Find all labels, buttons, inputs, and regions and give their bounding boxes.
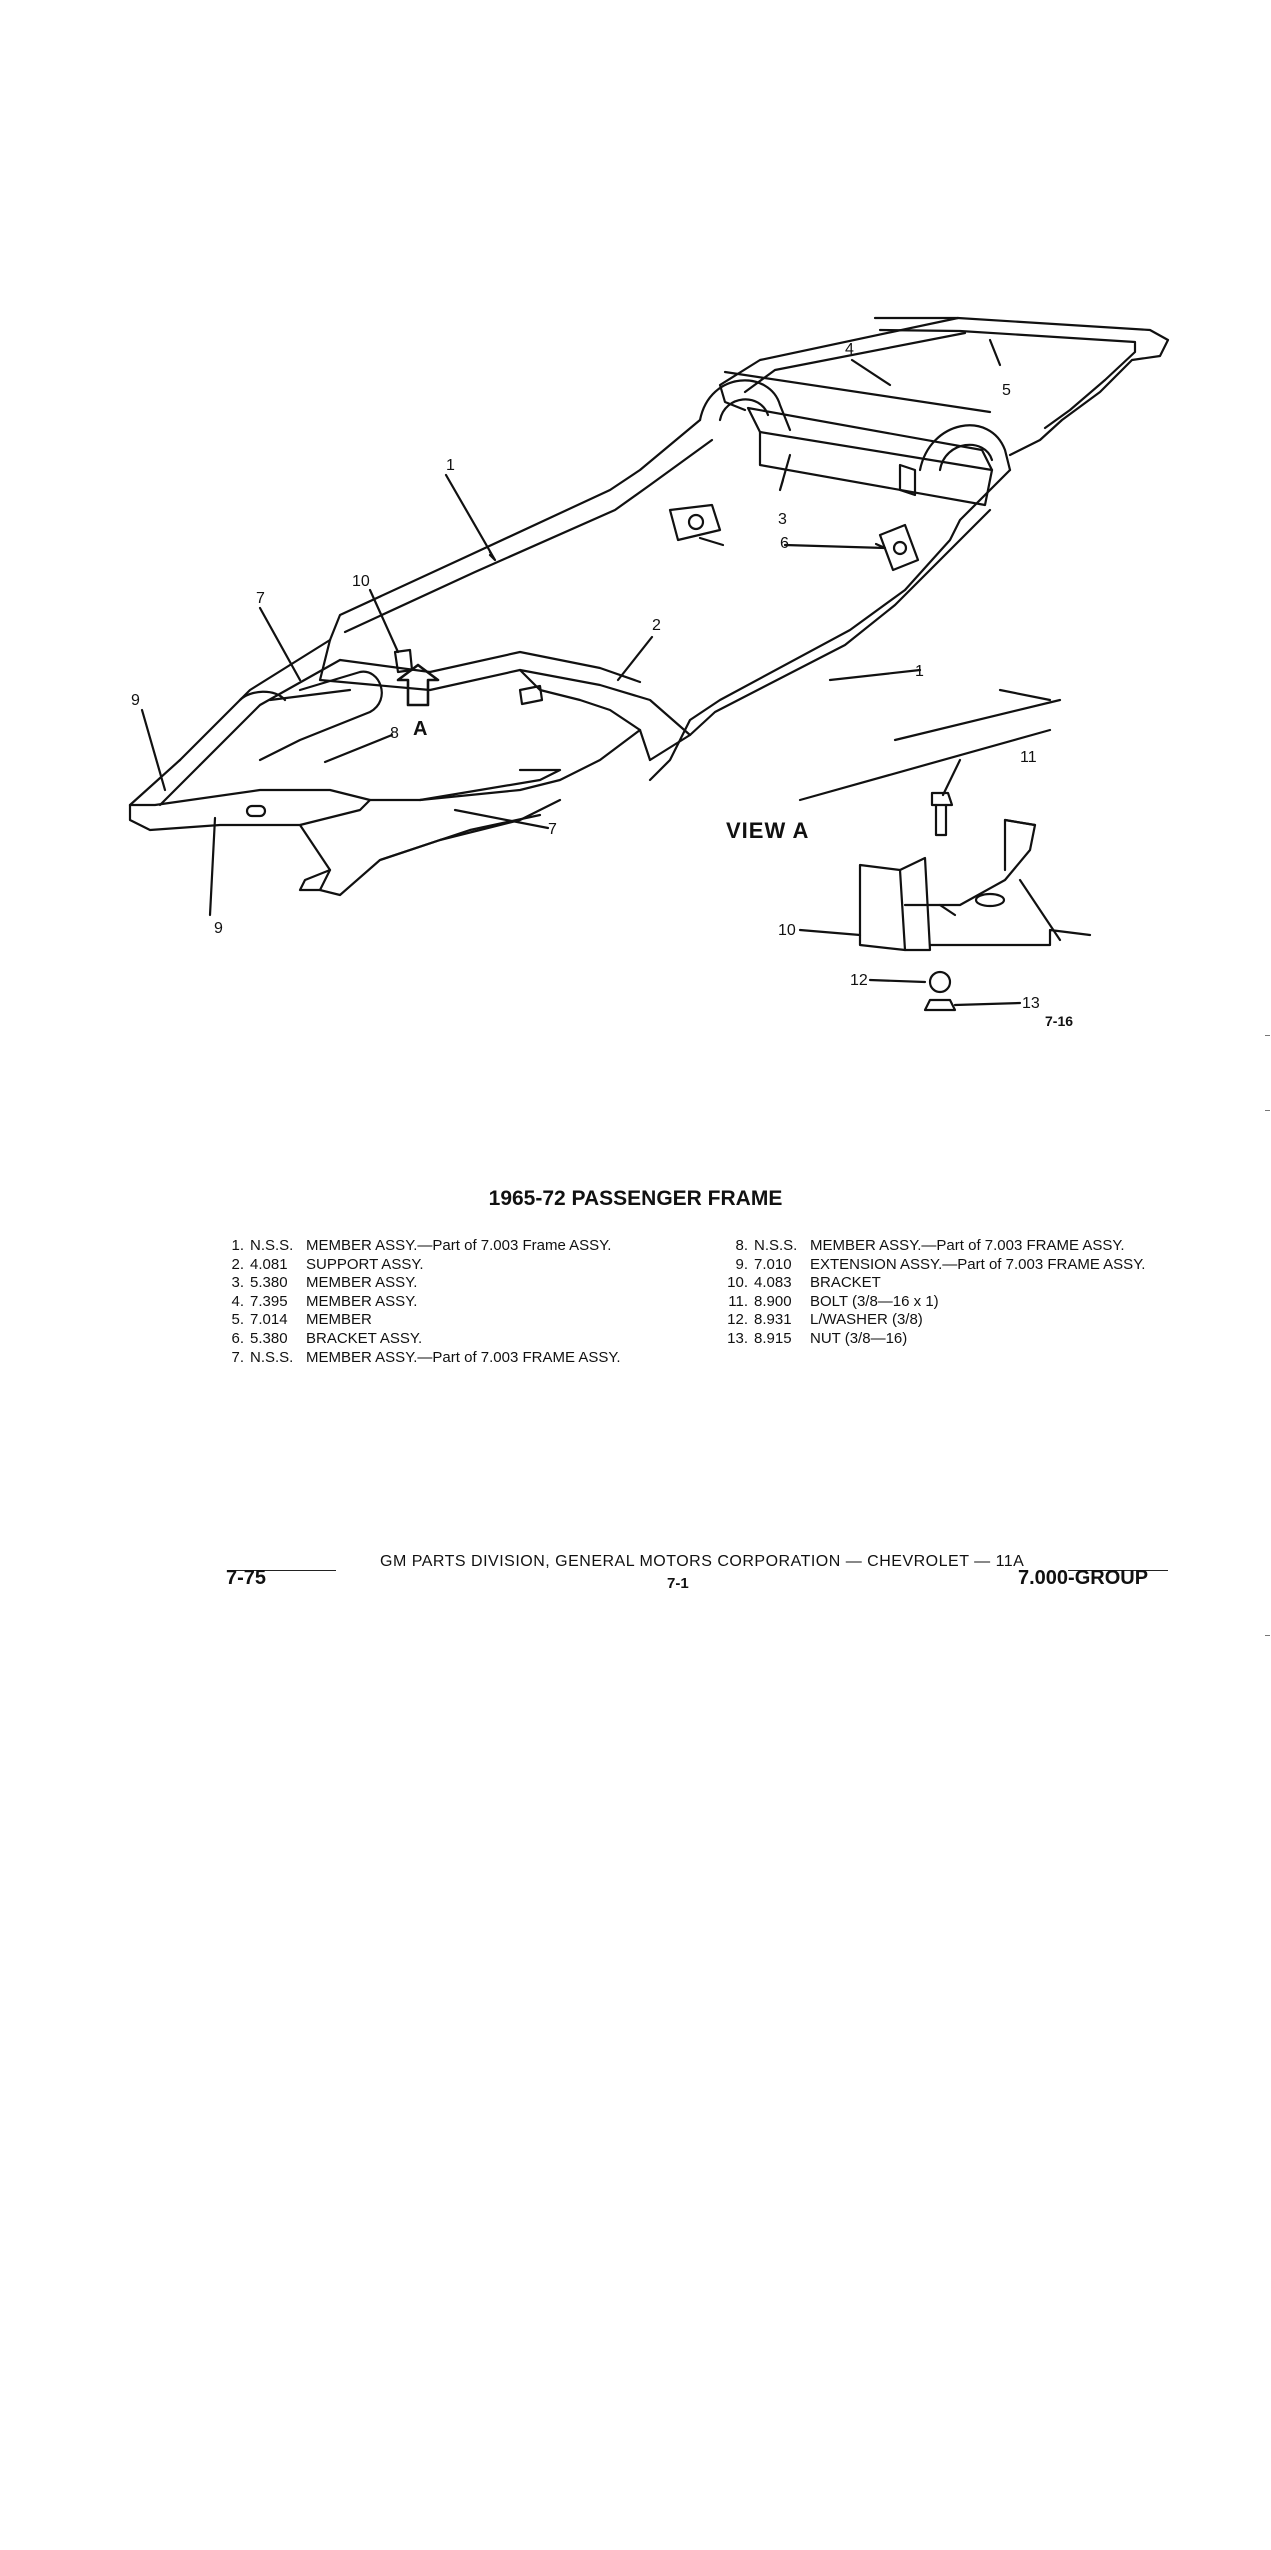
part-description: BRACKET ASSY. xyxy=(306,1329,423,1347)
view-a-arrow xyxy=(396,663,440,707)
part-number: 9. xyxy=(735,1255,748,1273)
left-side-rail xyxy=(328,418,702,642)
parts-list-left: 1. N.S.S. MEMBER ASSY.—Part of 7.003 Fra… xyxy=(222,1237,642,1367)
part-number: 6. xyxy=(231,1329,244,1347)
callout-9-lower: 9 xyxy=(214,920,223,937)
parts-row: 12. 8.931 L/WASHER (3/8) xyxy=(726,1311,1186,1330)
callout-6: 6 xyxy=(780,535,789,552)
part-code: 5.380 xyxy=(250,1274,288,1292)
parts-row: 2. 4.081 SUPPORT ASSY. xyxy=(222,1256,642,1275)
part-number: 4. xyxy=(231,1292,244,1310)
part-description: MEMBER ASSY.—Part of 7.003 FRAME ASSY. xyxy=(810,1237,1125,1254)
part-code: 4.083 xyxy=(754,1274,792,1292)
part-code: 8.900 xyxy=(754,1292,792,1310)
callout-12: 12 xyxy=(850,972,868,989)
callout-7-upper: 7 xyxy=(256,590,265,607)
part-code: 4.081 xyxy=(250,1255,288,1273)
edge-tick xyxy=(1265,1635,1270,1636)
lower-front-rail xyxy=(368,768,562,802)
part-code: N.S.S. xyxy=(754,1237,798,1254)
part-number: 13. xyxy=(727,1329,748,1347)
parts-row: 8. N.S.S. MEMBER ASSY.—Part of 7.003 FRA… xyxy=(726,1237,1186,1256)
parts-row: 9. 7.010 EXTENSION ASSY.—Part of 7.003 F… xyxy=(726,1256,1186,1275)
part-description: L/WASHER (3/8) xyxy=(810,1311,923,1329)
part-description: MEMBER xyxy=(306,1311,372,1329)
part-description: SUPPORT ASSY. xyxy=(306,1255,424,1273)
parts-list-right: 8. N.S.S. MEMBER ASSY.—Part of 7.003 FRA… xyxy=(726,1237,1186,1349)
callout-1-lower: 1 xyxy=(915,663,924,680)
part-number: 12. xyxy=(727,1311,748,1329)
view-a-label: VIEW A xyxy=(726,818,810,843)
part-number: 1. xyxy=(231,1237,244,1254)
callout-9-upper: 9 xyxy=(131,692,140,709)
frame-illustration: 1 1 2 3 4 5 6 7 7 8 9 9 10 10 11 12 13 xyxy=(128,316,1170,1012)
part-number: 5. xyxy=(231,1311,244,1329)
front-extension xyxy=(128,788,372,832)
callout-4: 4 xyxy=(845,341,854,358)
part-code: 7.014 xyxy=(250,1311,288,1329)
part-number: 2. xyxy=(231,1255,244,1273)
part-description: MEMBER ASSY. xyxy=(306,1292,418,1310)
part-code: 5.380 xyxy=(250,1329,288,1347)
part-number: 3. xyxy=(231,1274,244,1292)
part-description: MEMBER ASSY.—Part of 7.003 Frame ASSY. xyxy=(306,1237,612,1254)
callout-2: 2 xyxy=(652,617,661,634)
front-crossmember-tube xyxy=(258,670,383,762)
part-description: NUT (3/8—16) xyxy=(810,1329,908,1347)
part-description: BRACKET xyxy=(810,1274,881,1292)
edge-tick xyxy=(1265,1035,1270,1036)
rear-crossmember xyxy=(873,316,1170,457)
part-code: N.S.S. xyxy=(250,1348,294,1366)
part-code: 7.010 xyxy=(754,1255,792,1273)
callout-10-lower: 10 xyxy=(778,922,796,939)
front-crossmember xyxy=(318,638,692,762)
part-code: 8.915 xyxy=(754,1329,792,1347)
callout-11: 11 xyxy=(1020,749,1037,766)
callout-5: 5 xyxy=(1002,382,1011,399)
bracket-detail xyxy=(858,863,907,952)
part-number: 7. xyxy=(231,1348,244,1366)
footer-corporation: GM PARTS DIVISION, GENERAL MOTORS CORPOR… xyxy=(380,1553,1025,1570)
rear-kickup-left xyxy=(698,379,792,432)
edge-tick xyxy=(1265,1110,1270,1111)
footer-rule-right xyxy=(1068,1570,1168,1571)
parts-row: 3. 5.380 MEMBER ASSY. xyxy=(222,1274,642,1293)
parts-row: 13. 8.915 NUT (3/8—16) xyxy=(726,1330,1186,1349)
page-title: 1965-72 PASSENGER FRAME xyxy=(488,1187,783,1210)
parts-row: 7. N.S.S. MEMBER ASSY.—Part of 7.003 FRA… xyxy=(222,1349,642,1368)
parts-row: 1. N.S.S. MEMBER ASSY.—Part of 7.003 Fra… xyxy=(222,1237,642,1256)
parts-row: 6. 5.380 BRACKET ASSY. xyxy=(222,1330,642,1349)
callout-8: 8 xyxy=(390,725,399,742)
part-code: 8.931 xyxy=(754,1311,792,1329)
figure-number: 7-16 xyxy=(1045,1013,1074,1029)
parts-row: 4. 7.395 MEMBER ASSY. xyxy=(222,1293,642,1312)
part-code: 7.395 xyxy=(250,1292,288,1310)
footer-rule-left xyxy=(236,1570,336,1571)
right-side-rail xyxy=(648,468,1012,782)
callout-1-upper: 1 xyxy=(446,457,455,474)
part-description: EXTENSION ASSY.—Part of 7.003 FRAME ASSY… xyxy=(810,1255,1146,1273)
part-number: 10. xyxy=(727,1274,748,1292)
parts-row: 11. 8.900 BOLT (3/8—16 x 1) xyxy=(726,1293,1186,1312)
parts-row: 10. 4.083 BRACKET xyxy=(726,1274,1186,1293)
part-description: MEMBER ASSY.—Part of 7.003 FRAME ASSY. xyxy=(306,1348,621,1366)
footer-group: 7.000-GROUP xyxy=(1018,1567,1149,1589)
part-number: 8. xyxy=(735,1237,748,1254)
footer-center-number: 7-1 xyxy=(667,1575,689,1592)
arrow-a-label: A xyxy=(413,718,428,740)
parts-row: 5. 7.014 MEMBER xyxy=(222,1311,642,1330)
part-code: N.S.S. xyxy=(250,1237,294,1254)
callout-7-lower: 7 xyxy=(548,821,557,838)
part-description: BOLT (3/8—16 x 1) xyxy=(810,1292,939,1310)
rear-kickup-right xyxy=(918,424,1012,472)
part-number: 11. xyxy=(728,1292,748,1310)
callout-10-upper: 10 xyxy=(352,573,370,590)
callout-3: 3 xyxy=(778,511,787,528)
part-description: MEMBER ASSY. xyxy=(306,1274,418,1292)
callout-13: 13 xyxy=(1022,995,1040,1012)
bolt-detail xyxy=(930,791,954,807)
footer-page-number: 7-75 xyxy=(226,1567,267,1589)
